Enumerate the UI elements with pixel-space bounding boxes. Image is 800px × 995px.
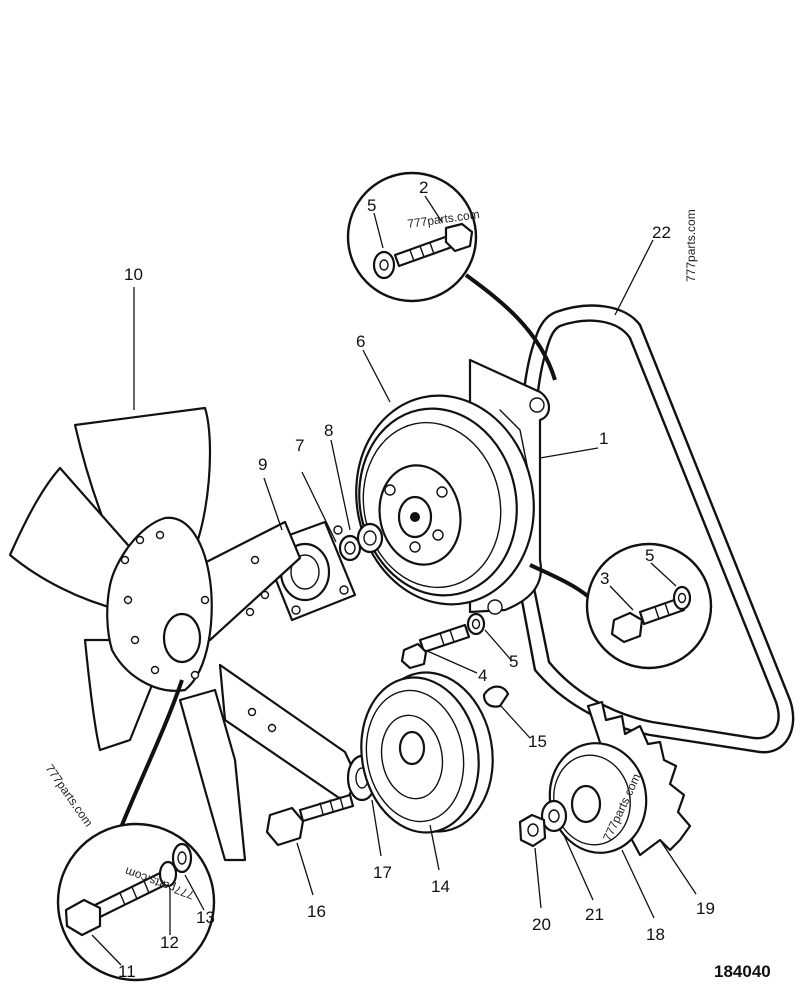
cooling-fan bbox=[8, 406, 360, 862]
callout-11: 11 bbox=[118, 962, 136, 981]
inset-connector-right bbox=[529, 563, 592, 600]
callout-3: 3 bbox=[600, 569, 609, 588]
callout-18: 18 bbox=[646, 925, 665, 944]
water-pump-assembly bbox=[355, 358, 551, 615]
callout-14: 14 bbox=[431, 877, 450, 896]
callout-13: 13 bbox=[196, 908, 215, 927]
washer-5-pump bbox=[466, 612, 486, 636]
inset-connector-bottom bbox=[118, 679, 184, 831]
callout-21: 21 bbox=[585, 905, 604, 924]
callout-9: 9 bbox=[258, 455, 267, 474]
callout-7: 7 bbox=[295, 436, 304, 455]
nut-20 bbox=[518, 813, 547, 848]
callout-labels: 1 2 3 4 5 5 5 6 7 8 9 10 11 12 13 14 15 … bbox=[118, 178, 715, 981]
callout-5-pump: 5 bbox=[509, 652, 518, 671]
woodruff-key bbox=[482, 685, 510, 708]
inset-bolt-2 bbox=[346, 171, 478, 303]
callout-12: 12 bbox=[160, 933, 179, 952]
callout-15: 15 bbox=[528, 732, 547, 751]
callout-4: 4 bbox=[478, 666, 487, 685]
drive-belt bbox=[516, 304, 795, 754]
callout-17: 17 bbox=[373, 863, 392, 882]
watermark-left: 777parts.com bbox=[43, 762, 96, 830]
callout-6: 6 bbox=[356, 332, 365, 351]
callout-19: 19 bbox=[696, 899, 715, 918]
callout-2: 2 bbox=[419, 178, 428, 197]
bolt-4 bbox=[400, 623, 471, 670]
washer-21 bbox=[540, 799, 568, 833]
leader-lines bbox=[91, 195, 697, 966]
callout-20: 20 bbox=[532, 915, 551, 934]
inset-connector-top bbox=[464, 273, 557, 381]
callout-5-top: 5 bbox=[367, 196, 376, 215]
callout-8: 8 bbox=[324, 421, 333, 440]
callout-1: 1 bbox=[599, 429, 608, 448]
alternator-pulley bbox=[548, 742, 648, 854]
washer-8 bbox=[356, 522, 384, 554]
callout-5-right: 5 bbox=[645, 546, 654, 565]
callout-22: 22 bbox=[652, 223, 671, 242]
bolt-16 bbox=[265, 793, 355, 847]
figure-reference-number: 184040 bbox=[714, 962, 771, 981]
callout-10: 10 bbox=[124, 265, 143, 284]
callout-16: 16 bbox=[307, 902, 326, 921]
watermark-right: 777parts.com bbox=[684, 209, 698, 282]
inset-bolt-3 bbox=[585, 542, 713, 670]
crankshaft-pulley bbox=[360, 671, 494, 834]
washer-7 bbox=[338, 534, 362, 562]
